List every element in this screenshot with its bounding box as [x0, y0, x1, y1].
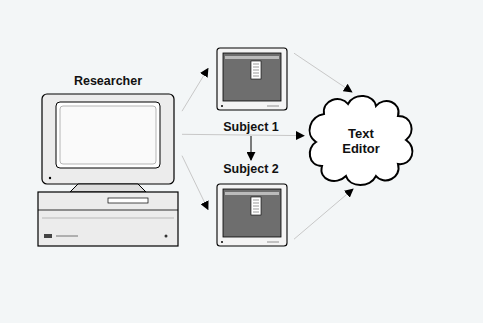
connector-arrow	[294, 53, 352, 92]
subject-computer: Subject 1	[208, 46, 294, 136]
node-label: Text Editor	[337, 126, 385, 156]
cloud-shape	[310, 96, 413, 185]
subject-screen-icon	[217, 48, 287, 110]
cloud-node: Text Editor	[304, 92, 418, 189]
connector-arrow	[182, 134, 304, 135]
researcher-computer: Researcher	[34, 72, 182, 250]
connector-arrow	[294, 189, 353, 239]
connector-arrow	[182, 156, 208, 210]
node-label: Researcher	[74, 74, 142, 88]
node-illustration	[34, 72, 182, 250]
node-label: Subject 2	[223, 162, 279, 176]
connector-arrow	[182, 69, 208, 112]
connector-arrow	[251, 136, 252, 160]
subject-screen-icon	[217, 184, 287, 246]
node-label: Subject 1	[223, 120, 279, 134]
subject-computer: Subject 2	[208, 160, 294, 250]
computer-icon	[38, 94, 178, 246]
